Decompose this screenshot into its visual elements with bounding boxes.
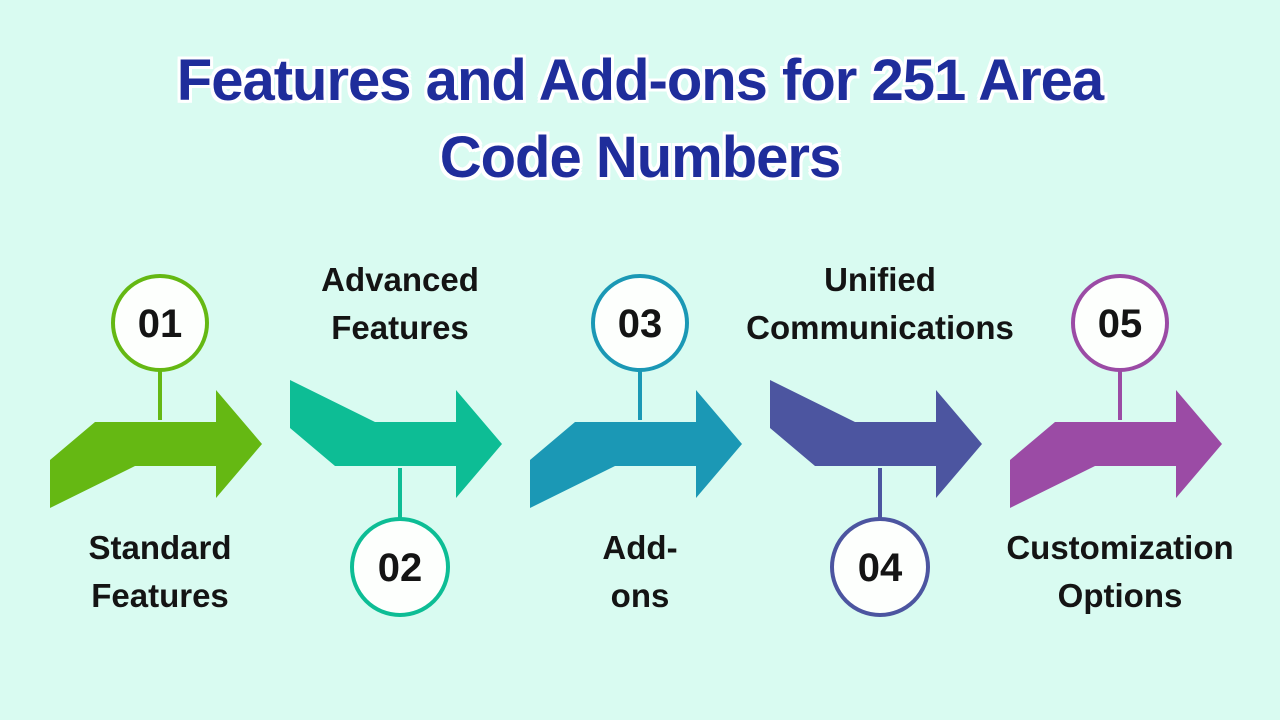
step-2-number-circle	[350, 517, 450, 617]
page-title: Features and Add-ons for 251 Area Code N…	[0, 42, 1280, 196]
step-4-number: 04	[858, 546, 903, 590]
step-1-number: 01	[138, 302, 183, 346]
step-4-number-circle	[830, 517, 930, 617]
step-1-arrow-icon	[50, 390, 262, 508]
step-1-number-circle	[111, 274, 209, 372]
step-4-label-line1: Unified	[824, 261, 936, 298]
step-2-number: 02	[378, 546, 423, 590]
step-3-arrow-icon	[530, 390, 742, 508]
step-2-label: Advanced Features	[230, 256, 570, 352]
step-1: 01	[48, 270, 288, 620]
step-1-label-line1: Standard	[88, 529, 232, 566]
step-3-number-circle	[591, 274, 689, 372]
step-4-arrow-icon	[770, 380, 982, 498]
step-5-label-line2: Options	[1057, 577, 1183, 614]
step-4-label-line2: Communications	[746, 309, 1014, 346]
step-4-label: Unified Communications	[710, 256, 1050, 352]
page-title-line2: Code Numbers	[439, 125, 842, 190]
step-5-number: 05	[1098, 302, 1143, 346]
step-3-number: 03	[618, 302, 663, 346]
step-5-arrow-icon	[1010, 390, 1222, 508]
step-2: 02	[288, 270, 528, 620]
step-2-label-line1: Advanced	[321, 261, 479, 298]
step-1-label-line2: Features	[91, 577, 229, 614]
step-3-label-line1: Add-	[602, 529, 678, 566]
step-2-arrow-icon	[290, 380, 502, 498]
step-2-label-line2: Features	[331, 309, 469, 346]
step-3-label-line2: ons	[610, 577, 670, 614]
step-5: 05	[1008, 270, 1248, 620]
step-4: 04	[768, 270, 1008, 620]
page-title-line1: Features and Add-ons for 251 Area	[176, 48, 1104, 113]
step-5-number-circle	[1071, 274, 1169, 372]
step-5-label-line1: Customization	[1006, 529, 1234, 566]
step-3: 03	[528, 270, 768, 620]
step-1-label: Standard Features	[0, 524, 330, 620]
step-3-label: Add- ons	[470, 524, 810, 620]
step-5-label: Customization Options	[950, 524, 1280, 620]
